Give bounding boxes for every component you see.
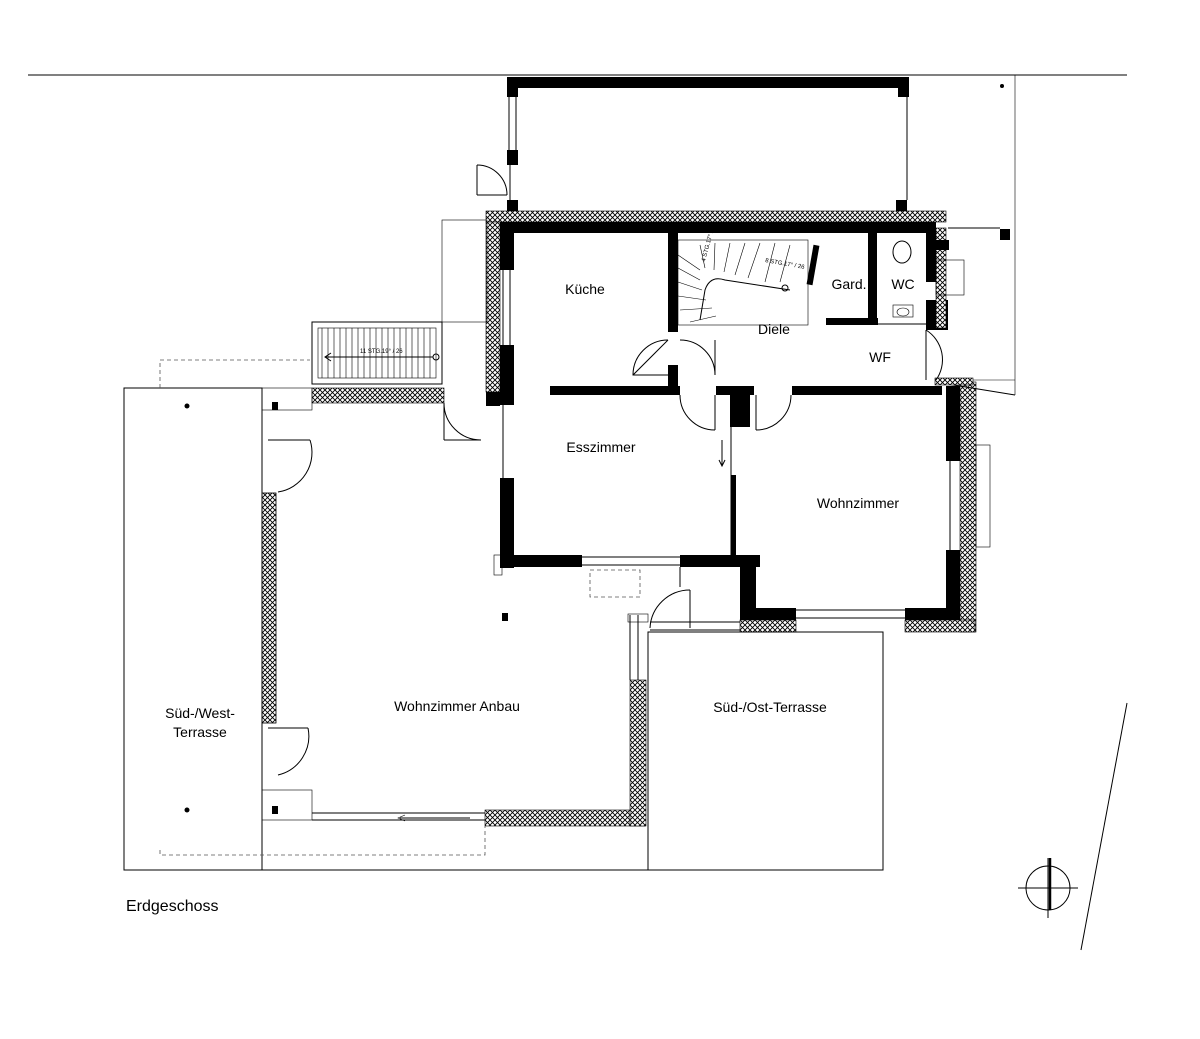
- north-arrow-icon: [1018, 858, 1078, 918]
- room-label-kueche: Küche: [565, 281, 605, 297]
- interior-stair: 4 STG.17° / 27 8 STG.17° / 26: [677, 222, 809, 326]
- outdoor-stair-label: 11 STG.19° / 26: [360, 349, 403, 355]
- room-label-esszimmer: Esszimmer: [566, 439, 636, 455]
- room-label-sued-west-terrasse-line1: Süd-/West-: [165, 705, 235, 721]
- room-label-wohnzimmer: Wohnzimmer: [817, 495, 900, 511]
- interior-doors: [632, 329, 943, 468]
- outdoor-stair: 11 STG.19° / 26: [311, 219, 488, 404]
- room-label-sued-ost-terrasse: Süd-/Ost-Terrasse: [713, 699, 827, 715]
- extension-walls: [261, 387, 740, 827]
- terraces: [123, 359, 884, 871]
- main-house-walls: [485, 210, 1016, 633]
- room-label-wf: WF: [869, 349, 891, 365]
- room-label-wohnzimmer-anbau: Wohnzimmer Anbau: [394, 698, 520, 714]
- property-line-diagonal: [1080, 702, 1128, 951]
- wc-fixtures: [892, 240, 914, 318]
- indoor-stair-label-2: 8 STG.17° / 26: [765, 258, 806, 271]
- room-label-wc: WC: [891, 276, 914, 292]
- garage: [476, 77, 1004, 222]
- room-label-sued-west-terrasse-line2: Terrasse: [173, 724, 227, 740]
- room-label-diele: Diele: [758, 321, 790, 337]
- plan-caption: Erdgeschoss: [126, 898, 219, 915]
- room-label-gard: Gard.: [831, 276, 866, 292]
